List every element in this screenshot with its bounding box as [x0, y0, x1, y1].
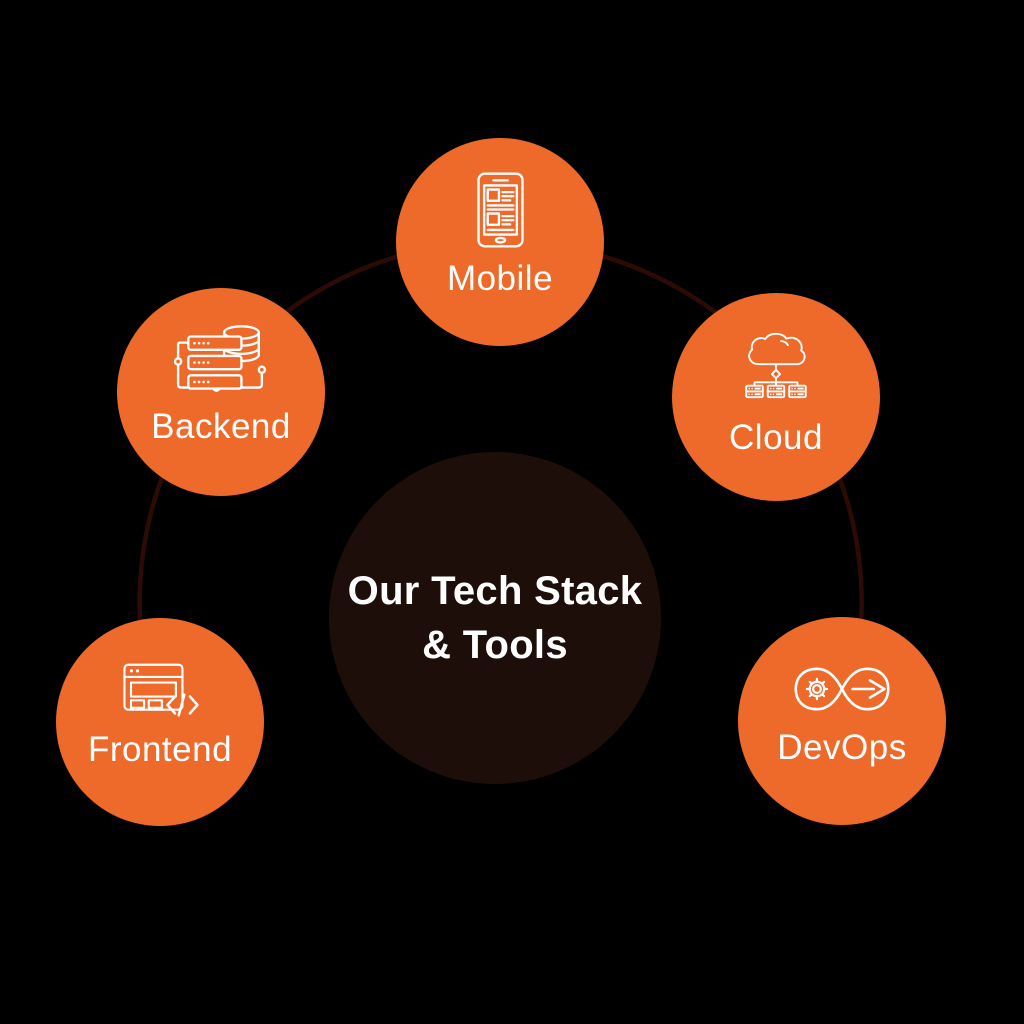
node-frontend: Frontend: [56, 618, 264, 826]
diagram-title: Our Tech Stack & Tools: [348, 564, 643, 672]
infinity-gear-arrow-icon: [789, 661, 895, 717]
node-backend: Backend: [117, 288, 325, 496]
center-circle: Our Tech Stack & Tools: [329, 452, 661, 784]
node-cloud: Cloud: [672, 293, 880, 501]
smartphone-icon: [476, 172, 524, 248]
browser-code-icon: [115, 661, 205, 719]
diagram-title-line2: & Tools: [422, 623, 568, 667]
server-database-icon: [174, 324, 268, 396]
node-mobile: Mobile: [396, 138, 604, 346]
node-devops: DevOps: [738, 617, 946, 825]
node-label-mobile: Mobile: [446, 258, 554, 298]
node-label-cloud: Cloud: [729, 417, 823, 457]
node-label-devops: DevOps: [777, 727, 907, 767]
cloud-servers-icon: [738, 323, 814, 407]
node-label-backend: Backend: [151, 406, 291, 446]
node-label-frontend: Frontend: [87, 729, 233, 769]
diagram-title-line1: Our Tech Stack: [347, 569, 643, 613]
